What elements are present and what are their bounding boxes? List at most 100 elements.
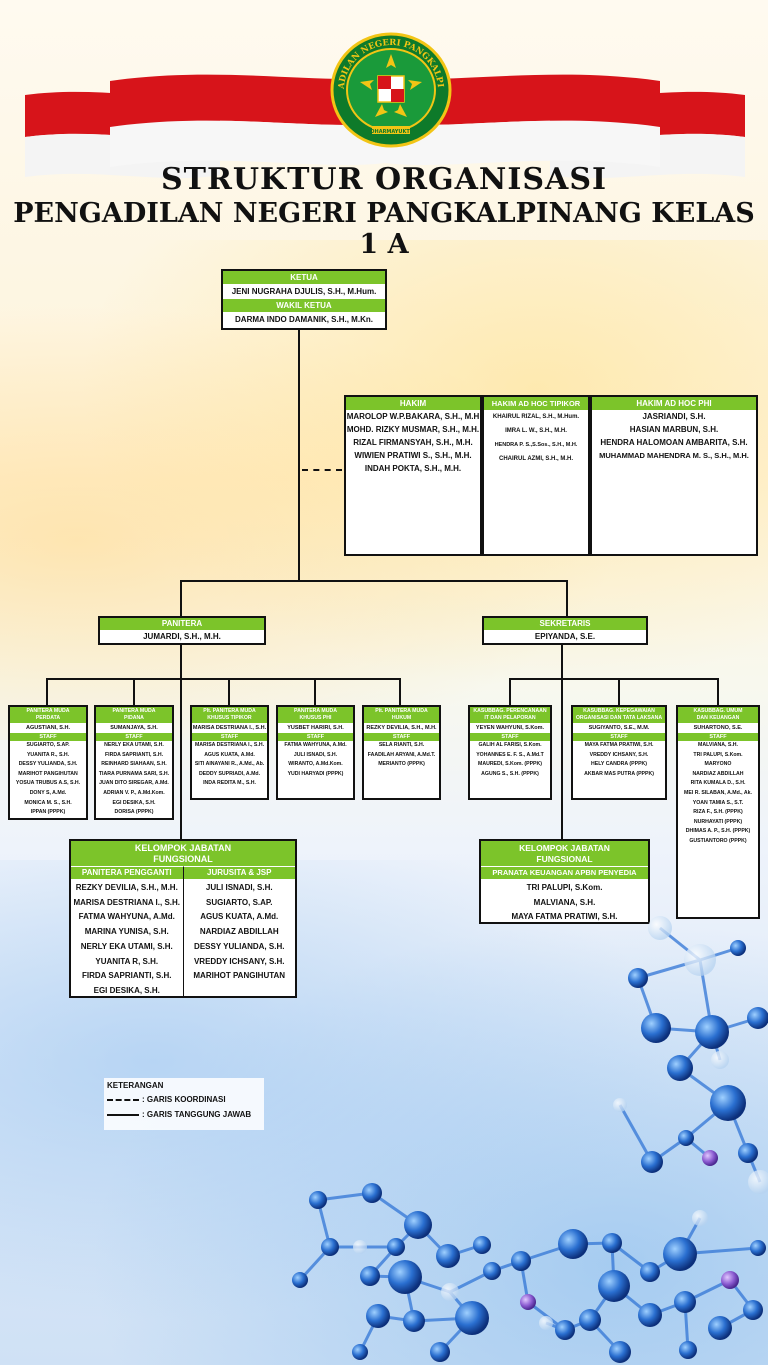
unit-title-line: Plt. PANITERA MUDA bbox=[203, 708, 256, 714]
kjf-right-title-line2: FUNGSIONAL bbox=[536, 854, 593, 864]
kjf-left-title-line2: FUNGSIONAL bbox=[153, 854, 213, 864]
unit-staff-member: MALVIANA, S.H. bbox=[698, 742, 738, 748]
unit-staff-member: NERLY EKA UTAMI, S.H. bbox=[104, 742, 164, 748]
line-panitera-units bbox=[46, 678, 401, 680]
unit-staff-label: STAFF bbox=[10, 733, 86, 741]
legend-solid-label: : GARIS TANGGUNG JAWAB bbox=[142, 1110, 252, 1119]
molecule-atom bbox=[708, 1316, 732, 1340]
molecule-atom bbox=[748, 1170, 768, 1194]
kjf-left-col2-label: JURUSITA & JSP bbox=[183, 866, 295, 879]
kjf-left-col1-label: PANITERA PENGGANTI bbox=[71, 866, 184, 879]
kjf-left-col1: REZKY DEVILIA, S.H., M.H.MARISA DESTRIAN… bbox=[71, 879, 184, 997]
kjf-right-members: TRI PALUPI, S.Kom.MALVIANA, S.H.MAYA FAT… bbox=[481, 879, 648, 925]
molecule-atom bbox=[628, 968, 648, 988]
unit-staff-member: AGUS KUATA, A.Md. bbox=[204, 751, 255, 758]
kjf-jurusita-member: NARDIAZ ABDILLAH bbox=[199, 927, 279, 937]
hakim-tipikor-member: IMRA L. W., S.H., M.H. bbox=[505, 428, 567, 434]
line-unit-7 bbox=[618, 678, 620, 706]
kjf-jurusita-member: DESSY YULIANDA, S.H. bbox=[194, 941, 285, 951]
unit-staff-member: MARYONO bbox=[704, 761, 732, 768]
unit-staff-member: MONICA M. S., S.H. bbox=[24, 799, 72, 806]
molecule-atom bbox=[511, 1251, 531, 1271]
molecule-atom bbox=[579, 1309, 601, 1331]
molecule-atom bbox=[674, 1291, 696, 1313]
panitera-name: JUMARDI, S.H., M.H. bbox=[143, 632, 221, 641]
legend-dashed-sample bbox=[107, 1098, 139, 1101]
legend-solid-sample bbox=[107, 1113, 139, 1116]
kjf-right-sub-label: PRANATA KEUANGAN APBN PENYEDIA bbox=[481, 866, 648, 879]
hakim-phi-member: MUHAMMAD MAHENDRA M. S., S.H., M.H. bbox=[599, 451, 749, 460]
molecule-atom bbox=[730, 940, 746, 956]
molecule-atom bbox=[609, 1341, 631, 1363]
line-to-sekretaris bbox=[566, 580, 568, 617]
line-unit-4 bbox=[314, 678, 316, 706]
hakim-member: MAROLOP W.P.BAKARA, S.H., M.H bbox=[346, 412, 480, 421]
hakim-tipikor-member: KHAIRUL RIZAL, S.H., M.Hum. bbox=[492, 414, 580, 420]
kjf-jurusita-member: AGUS KUATA, A.Md. bbox=[200, 912, 279, 922]
unit-staff-member: MAUREDI, S.Kom. (PPPK) bbox=[478, 761, 542, 768]
unit-staff-member: IPPAN (PPPK) bbox=[30, 809, 66, 816]
line-unit-1 bbox=[46, 678, 48, 706]
panitera-box: PANITERA JUMARDI, S.H., M.H. bbox=[98, 616, 266, 645]
molecule-atom bbox=[555, 1320, 575, 1340]
molecule-atom bbox=[663, 1237, 697, 1271]
ketua-name: JENI NUGRAHA DJULIS, S.H., M.Hum. bbox=[231, 287, 377, 296]
unit-staff-member: DONY S, A.Md. bbox=[29, 789, 67, 796]
ketua-label: KETUA bbox=[223, 271, 385, 284]
unit-title-line: KASUBBAG. KEPEGAWAIAN bbox=[583, 708, 655, 714]
kjf-right-title-line1: KELOMPOK JABATAN bbox=[519, 843, 610, 853]
unit-title-line: ORGANISASI DAN TATA LAKSANA bbox=[575, 715, 663, 721]
molecule-atom bbox=[721, 1271, 739, 1289]
molecule-atom bbox=[520, 1294, 536, 1310]
molecule-atom bbox=[292, 1272, 308, 1288]
unit-staff-label: STAFF bbox=[678, 733, 758, 741]
legend: KETERANGAN : GARIS KOORDINASI : GARIS TA… bbox=[104, 1078, 264, 1130]
unit-staff-label: STAFF bbox=[573, 733, 665, 741]
line-sekretaris-units bbox=[509, 678, 719, 680]
kjf-jurusita-member: MARIHOT PANGIHUTAN bbox=[193, 971, 286, 981]
molecule-atom bbox=[738, 1143, 758, 1163]
unit-title-line: Plt. PANITERA MUDA bbox=[375, 708, 428, 714]
unit-title-line: KHUSUS TIPIKOR bbox=[207, 715, 252, 721]
molecule-atom bbox=[702, 1150, 718, 1166]
unit-staff-member: DHIMAS A. P., S.H. (PPPK) bbox=[685, 828, 751, 835]
molecule-atom bbox=[483, 1262, 501, 1280]
hakim-member: INDAH POKTA, S.H., M.H. bbox=[364, 464, 462, 473]
legend-title: KETERANGAN bbox=[107, 1081, 164, 1090]
page-title-line1: STRUKTUR ORGANISASI bbox=[160, 162, 608, 197]
unit-title-line: PIDANA bbox=[124, 715, 144, 721]
sekretaris-box: SEKRETARIS EPIYANDA, S.E. bbox=[482, 616, 648, 645]
unit-staff-member: VREDDY ICHSANY, S.H. bbox=[589, 751, 649, 758]
molecule-atom bbox=[678, 1130, 694, 1146]
unit-staff-label: STAFF bbox=[278, 733, 353, 741]
page-title-line2: PENGADILAN NEGERI PANGKALPINANG KELAS 1 … bbox=[13, 198, 755, 260]
molecule-atom bbox=[640, 1262, 660, 1282]
unit-staff-member: TRI PALUPI, S.Kom. bbox=[693, 751, 743, 758]
unit-staff-label: STAFF bbox=[470, 733, 550, 741]
line-panitera-down bbox=[180, 644, 182, 840]
unit-staff-member: YUANITA R., S.H. bbox=[26, 751, 70, 758]
hakim-tipikor-box: HAKIM AD HOC TIPIKOR KHAIRUL RIZAL, S.H.… bbox=[482, 395, 590, 556]
molecule-atom bbox=[430, 1342, 450, 1362]
molecule-atom bbox=[648, 916, 672, 940]
molecule-atom bbox=[695, 1015, 729, 1049]
wakil-ketua-label: WAKIL KETUA bbox=[223, 299, 385, 312]
unit-title-line: PANITERA MUDA bbox=[112, 708, 156, 714]
kjf-jurusita-member: SUGIARTO, S.AP. bbox=[206, 897, 273, 907]
hakim-phi-member: JASRIANDI, S.H. bbox=[642, 412, 706, 421]
kjf-left-box: KELOMPOK JABATAN FUNGSIONAL PANITERA PEN… bbox=[69, 839, 297, 998]
molecule-atom bbox=[352, 1344, 368, 1360]
unit-staff-label: STAFF bbox=[192, 733, 267, 741]
unit-staff-member: DORISA (PPPK) bbox=[114, 809, 154, 816]
unit-staff-member: YOSUA TRUBUS A.S, S.H. bbox=[15, 780, 81, 787]
molecule-decoration bbox=[292, 916, 768, 1363]
